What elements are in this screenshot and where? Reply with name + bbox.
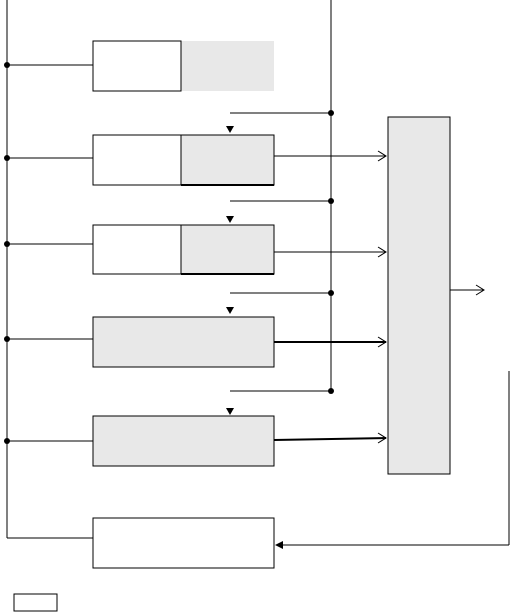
collector-block <box>387 116 451 475</box>
stage-6 <box>7 371 510 569</box>
stage-3-down-arrow <box>226 216 234 223</box>
feedback-arrowhead <box>275 541 283 549</box>
stage-5-block <box>92 415 275 467</box>
stage-3-left-cell <box>92 224 182 275</box>
stage-2-output-arrowhead <box>377 150 387 162</box>
stage-2-right-cell <box>180 134 275 186</box>
stage-5-down-arrow <box>226 408 234 415</box>
stage-5-output-line <box>273 437 387 441</box>
stage-3 <box>4 198 387 275</box>
stage-1-junction-dot <box>4 62 10 68</box>
stage-4 <box>4 290 387 368</box>
stage-5-bus-dot <box>328 388 334 394</box>
legend <box>13 593 58 612</box>
stage-5 <box>4 388 387 467</box>
stage-4-output-arrowhead <box>377 336 387 348</box>
stage-3-bus-dot <box>328 198 334 204</box>
stage-1 <box>4 40 274 92</box>
stage-4-down-arrow <box>226 307 234 314</box>
stage-3-output-arrowhead <box>377 246 387 258</box>
stage-1-left-cell <box>92 40 182 92</box>
stage-2-bus-dot <box>328 110 334 116</box>
stage-4-junction-dot <box>4 336 10 342</box>
stage-1-right-cell <box>181 41 274 91</box>
stage-4-bus-dot <box>328 290 334 296</box>
stage-5-output-arrowhead <box>377 432 387 444</box>
stage-6-block <box>92 517 275 569</box>
stage-2-junction-dot <box>4 155 10 161</box>
stage-5-junction-dot <box>4 438 10 444</box>
stage-2-down-arrow <box>226 126 234 133</box>
collector <box>387 116 485 475</box>
collector-output-arrowhead <box>475 284 485 296</box>
stage-4-block <box>92 316 275 368</box>
stage-2-left-cell <box>92 134 182 186</box>
stage-3-right-cell <box>180 224 275 275</box>
stage-3-junction-dot <box>4 241 10 247</box>
legend-symbol <box>13 593 58 612</box>
stage-2 <box>4 110 387 186</box>
